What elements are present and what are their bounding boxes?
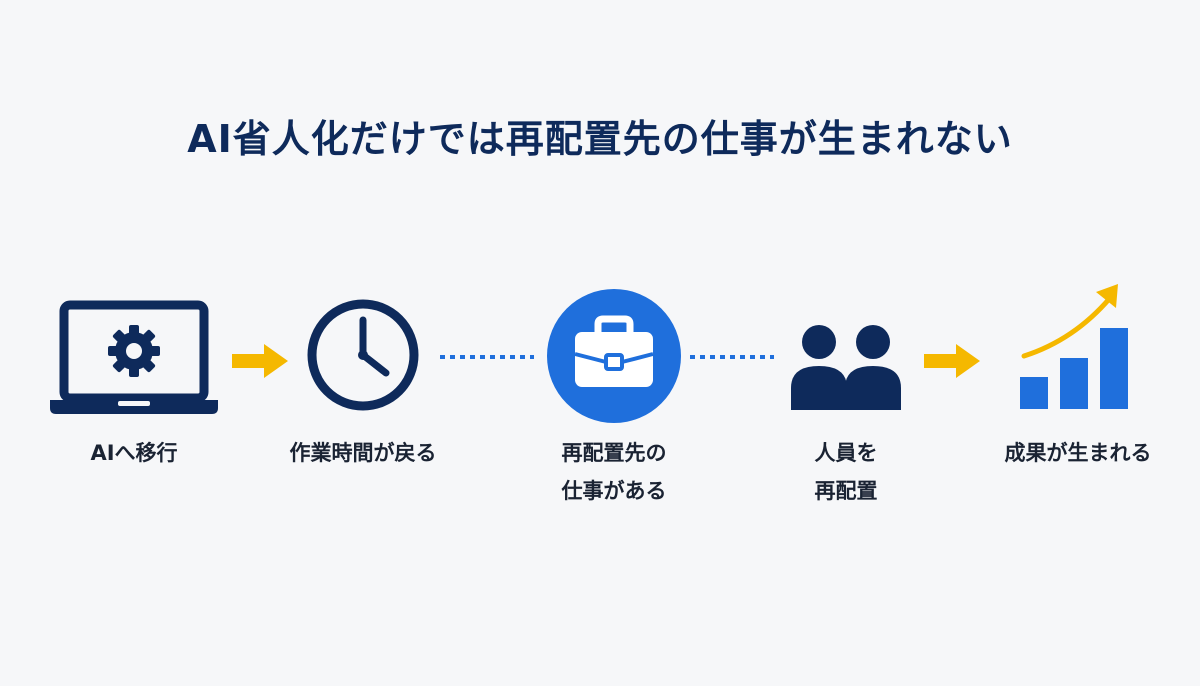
step-label: 作業時間が戻る <box>289 441 437 465</box>
step-label: AIへ移行 <box>90 441 178 465</box>
arrow-connector <box>924 344 980 378</box>
step-label: 成果が生まれる <box>1004 441 1152 465</box>
laptop-gear-icon <box>50 300 218 414</box>
dotted-line-connector <box>440 355 534 359</box>
people-icon <box>791 325 901 410</box>
step-label: 再配置先の 仕事がある <box>561 441 667 503</box>
step-label: 人員を 再配置 <box>814 441 878 503</box>
clock-icon <box>307 299 419 411</box>
arrow-connector <box>232 344 288 378</box>
growth-chart-icon <box>1020 284 1128 409</box>
page-title: AI省人化だけでは再配置先の仕事が生まれない <box>187 117 1013 161</box>
dotted-line-connector <box>690 355 774 359</box>
briefcase-icon <box>547 289 681 423</box>
